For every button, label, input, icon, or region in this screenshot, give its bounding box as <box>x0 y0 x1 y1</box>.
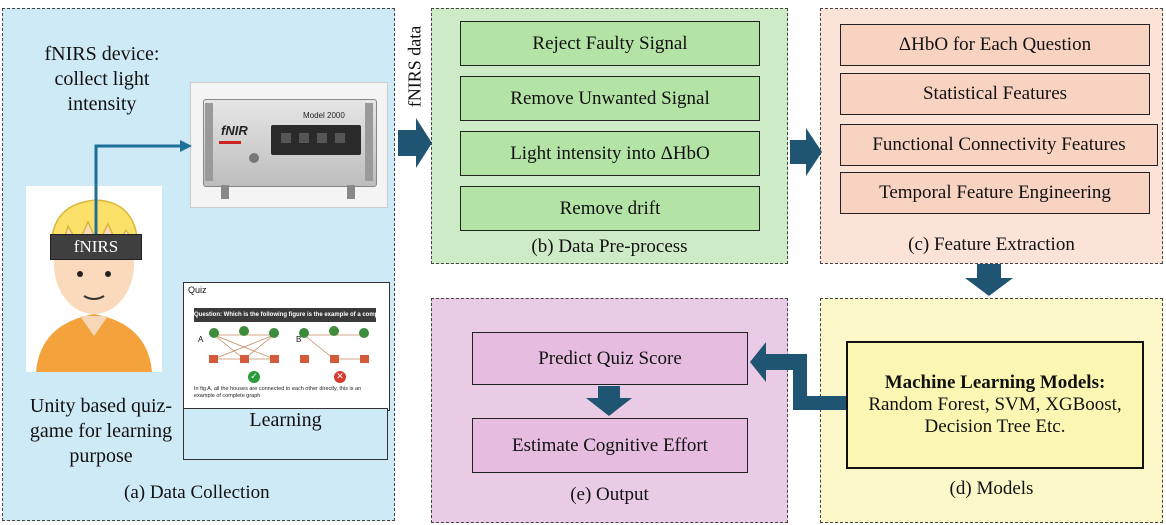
quiz-screenshot: Quiz Question: Which is the following fi… <box>183 282 390 411</box>
data-collection-caption: (a) Data Collection <box>124 482 270 503</box>
fnirs-data-label: fNIRS data <box>404 25 425 108</box>
quiz-graph-figures <box>209 326 369 363</box>
output-step-1: Predict Quiz Score <box>472 332 748 385</box>
quiz-option-a: A <box>198 335 204 344</box>
fnirs-headband: fNIRS <box>50 234 142 260</box>
device-label: fNIRS device: collect light intensity <box>44 43 160 115</box>
quiz-option-b: B <box>296 335 302 344</box>
arrow-collection-to-preprocess <box>398 118 432 168</box>
correct-check-icon: ✓ <box>248 371 260 383</box>
learning-label: Learning <box>249 409 322 431</box>
person-avatar <box>26 186 162 372</box>
output-caption: (e) Output <box>570 484 649 505</box>
learning-label-box: Learning <box>183 408 388 460</box>
arrow-features-to-models <box>965 264 1013 296</box>
models-caption: (d) Models <box>949 478 1034 499</box>
models-box: Machine Learning Models: Random Forest, … <box>846 341 1144 469</box>
feature-step-1: ΔHbO for Each Question <box>840 24 1150 66</box>
quiz-explanation: In fig A, all the houses are connected t… <box>194 386 362 400</box>
feature-extraction-caption: (c) Feature Extraction <box>908 234 1075 255</box>
headband-label: fNIRS <box>73 237 119 256</box>
output-step-2: Estimate Cognitive Effort <box>472 418 748 473</box>
device-brand: fNIR <box>221 123 248 138</box>
feature-step-2: Statistical Features <box>840 73 1150 115</box>
wrong-cross-icon: ✕ <box>334 371 346 383</box>
preprocess-step-2: Remove Unwanted Signal <box>460 76 760 121</box>
device-power-knob <box>249 153 259 163</box>
arrow-preprocess-to-features <box>790 128 822 176</box>
preprocess-caption: (b) Data Pre-process <box>531 236 688 257</box>
preprocess-step-4: Remove drift <box>460 186 760 231</box>
preprocess-step-3: Light intensity into ΔHbO <box>460 131 760 176</box>
feature-step-3: Functional Connectivity Features <box>840 124 1158 166</box>
models-body: Random Forest, SVM, XGBoost, Decision Tr… <box>868 394 1122 437</box>
fnir-device-image: fNIR Model 2000 <box>190 82 388 208</box>
device-model: Model 2000 <box>303 111 345 120</box>
models-title: Machine Learning Models: <box>884 372 1106 394</box>
preprocess-step-1: Reject Faulty Signal <box>460 21 760 66</box>
game-label: Unity based quiz-game for learning purpo… <box>29 395 173 467</box>
quiz-title: Quiz <box>188 285 207 295</box>
feature-step-4: Temporal Feature Engineering <box>840 172 1150 214</box>
quiz-question: Question: Which is the following figure … <box>194 308 376 322</box>
